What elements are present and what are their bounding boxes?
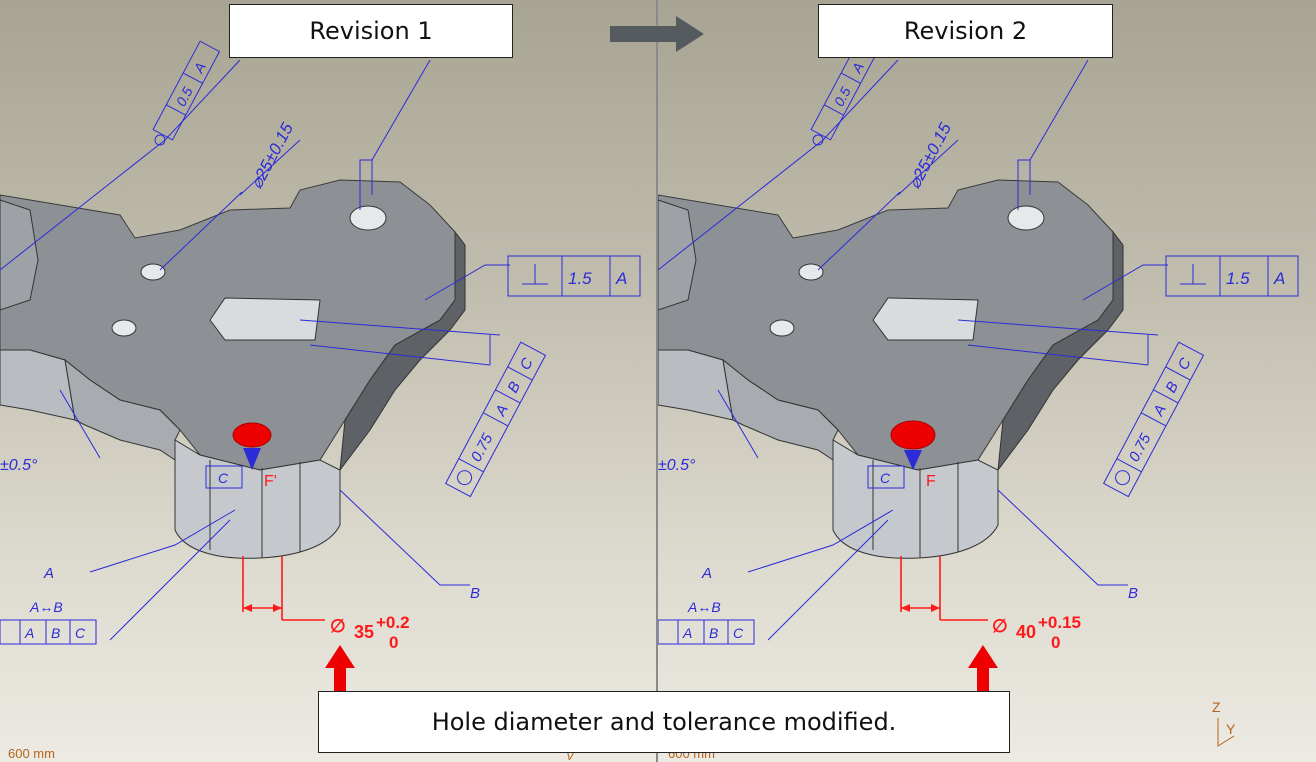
model-view-right: 0.5 A ⌀25±0.15 1.5 A 0.75 A B C ±0.5° C … [658, 40, 1299, 700]
svg-text:C: C [880, 470, 891, 486]
svg-text:1.5: 1.5 [1226, 269, 1250, 288]
svg-text:C: C [733, 625, 744, 641]
svg-text:A: A [682, 625, 692, 641]
part-boss-face [174, 439, 341, 559]
svg-text:V: V [566, 749, 575, 762]
svg-text:C: C [1175, 355, 1195, 373]
svg-text:35: 35 [354, 622, 374, 642]
svg-text:40: 40 [1016, 622, 1036, 642]
svg-text:A: A [615, 269, 627, 288]
revision-1-label: Revision 1 [229, 4, 513, 58]
svg-text:B: B [709, 625, 718, 641]
hole-large [349, 205, 387, 231]
svg-text:0: 0 [389, 633, 398, 652]
svg-text:C: C [75, 625, 86, 641]
svg-text:∅: ∅ [992, 616, 1008, 636]
svg-text:A: A [43, 565, 54, 582]
modified-dimension-left: ∅ 35 +0.2 0 [242, 556, 410, 652]
svg-text:C: C [517, 355, 537, 373]
svg-text:Y: Y [1226, 721, 1236, 737]
svg-text:0.5: 0.5 [173, 84, 196, 109]
svg-text:A: A [24, 625, 34, 641]
fcf-position-left: 0.75 A B C [444, 341, 547, 498]
svg-text:A: A [848, 60, 867, 77]
svg-text:Z: Z [1212, 699, 1221, 715]
svg-text:0: 0 [1051, 633, 1060, 652]
svg-text:A: A [1150, 402, 1170, 420]
viewport-revision-2[interactable]: 0.5 A ⌀25±0.15 1.5 A 0.75 A B C ±0.5° C … [658, 0, 1316, 762]
svg-text:0.75: 0.75 [1126, 430, 1155, 464]
svg-text:A: A [1273, 269, 1285, 288]
change-caption: Hole diameter and tolerance modified. [318, 691, 1010, 753]
svg-text:B: B [1162, 379, 1182, 396]
fcf-bottom-left: A B C [0, 619, 97, 645]
modified-dimension-right: ∅ 40 +0.15 0 [900, 556, 1081, 652]
svg-text:A: A [701, 565, 712, 582]
pointer-arrow-right [968, 645, 998, 700]
viewport-divider [656, 0, 658, 762]
revision-2-label: Revision 2 [818, 4, 1113, 58]
fcf-bottom-right: A B C [658, 619, 755, 645]
svg-text:B: B [470, 585, 480, 602]
svg-text:0.5: 0.5 [831, 84, 854, 109]
svg-text:±0.5°: ±0.5° [0, 457, 38, 474]
scale-label-left: 600 mm [8, 746, 55, 761]
axis-triad-icon: Z Y [1212, 699, 1236, 747]
modified-hole-marker [890, 420, 936, 450]
svg-text:1.5: 1.5 [568, 269, 592, 288]
fcf-position-right: 0.75 A B C [1102, 341, 1205, 498]
arrow-right-icon [610, 16, 704, 52]
svg-text:B: B [1128, 585, 1138, 602]
svg-text:A: A [190, 60, 209, 77]
svg-text:A↔B: A↔B [29, 599, 63, 615]
modified-hole-marker [232, 422, 272, 448]
svg-text:F: F [926, 473, 936, 490]
viewport-revision-1[interactable]: 0.5 A ⌀25±0.15 1.5 A 0.75 A B C ±0.5° C … [0, 0, 656, 762]
svg-text:A↔B: A↔B [687, 599, 721, 615]
slot-feature [209, 297, 321, 341]
svg-text:±0.5°: ±0.5° [658, 457, 696, 474]
svg-text:+0.15: +0.15 [1038, 613, 1081, 632]
part-boss-face [832, 439, 999, 559]
svg-text:⌀25±0.15: ⌀25±0.15 [905, 119, 956, 192]
svg-text:B: B [504, 379, 524, 396]
svg-text:⌀25±0.15: ⌀25±0.15 [247, 119, 298, 192]
svg-text:∅: ∅ [330, 616, 346, 636]
svg-text:C: C [218, 470, 229, 486]
svg-text:0.75: 0.75 [468, 430, 497, 464]
svg-text:F': F' [264, 473, 277, 490]
svg-text:+0.2: +0.2 [376, 613, 410, 632]
fcf-perpendicularity-left: 1.5 A [507, 255, 641, 297]
svg-text:A: A [492, 402, 512, 420]
model-view-left: 0.5 A ⌀25±0.15 1.5 A 0.75 A B C ±0.5° C … [0, 40, 641, 762]
svg-text:B: B [51, 625, 60, 641]
pointer-arrow-left [325, 645, 355, 700]
fcf-perpendicularity-right: 1.5 A [1165, 255, 1299, 297]
part-side-face [339, 230, 466, 472]
